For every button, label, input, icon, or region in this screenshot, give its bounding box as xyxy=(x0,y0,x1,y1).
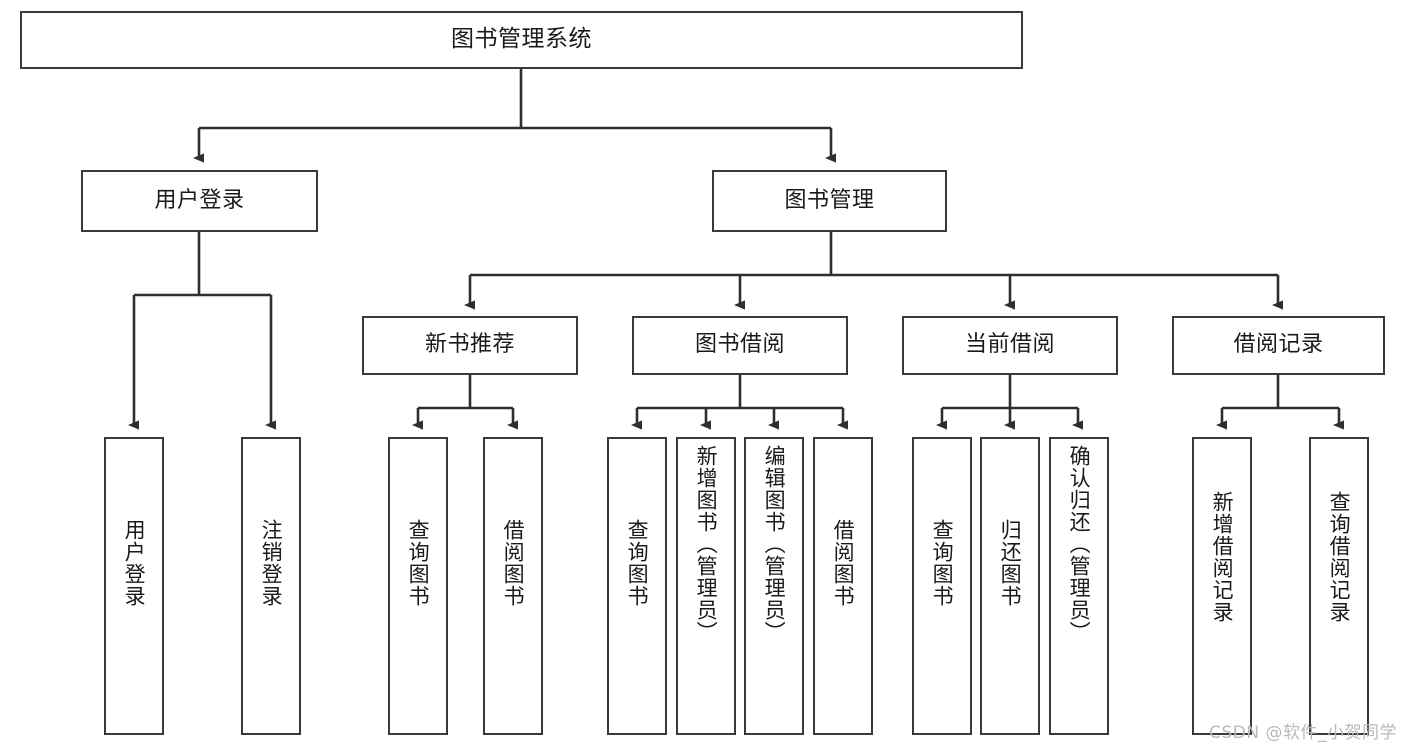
leaf-return-book-label: 归还图书 xyxy=(998,519,1023,607)
node-user-login[interactable]: 用户登录 xyxy=(81,170,318,232)
node-new-book-recommend[interactable]: 新书推荐 xyxy=(362,316,578,375)
node-book-borrow[interactable]: 图书借阅 xyxy=(632,316,848,375)
leaf-query-record-label: 查询借阅记录 xyxy=(1327,491,1352,623)
leaf-add-record-label: 新增借阅记录 xyxy=(1210,491,1235,623)
node-user-login-label: 用户登录 xyxy=(154,187,245,213)
leaf-confirm-return-label: 确认归还（管理员） xyxy=(1067,445,1092,643)
leaf-borrow-book-1-label: 借阅图书 xyxy=(501,519,526,607)
node-new-book-recommend-label: 新书推荐 xyxy=(424,332,515,358)
leaf-borrow-book-1[interactable]: 借阅图书 xyxy=(483,437,543,735)
leaf-borrow-book-2-label: 借阅图书 xyxy=(831,519,856,607)
leaf-logout-label: 注销登录 xyxy=(259,519,284,607)
csdn-watermark: CSDN @软件_小贺同学 xyxy=(1209,723,1397,743)
node-book-management[interactable]: 图书管理 xyxy=(712,170,947,232)
node-current-borrow[interactable]: 当前借阅 xyxy=(902,316,1118,375)
node-book-borrow-label: 图书借阅 xyxy=(694,332,785,358)
node-borrow-record[interactable]: 借阅记录 xyxy=(1172,316,1385,375)
leaf-return-book[interactable]: 归还图书 xyxy=(980,437,1040,735)
node-root[interactable]: 图书管理系统 xyxy=(20,11,1023,69)
leaf-query-book-3[interactable]: 查询图书 xyxy=(912,437,972,735)
node-root-label: 图书管理系统 xyxy=(451,26,592,53)
leaf-query-book-3-label: 查询图书 xyxy=(930,519,955,607)
node-book-management-label: 图书管理 xyxy=(784,187,875,213)
leaf-query-book-2[interactable]: 查询图书 xyxy=(607,437,667,735)
leaf-query-book-1-label: 查询图书 xyxy=(406,519,431,607)
leaf-logout[interactable]: 注销登录 xyxy=(241,437,301,735)
leaf-edit-book-label: 编辑图书（管理员） xyxy=(762,445,787,643)
leaf-add-book-label: 新增图书（管理员） xyxy=(694,445,719,643)
leaf-add-book[interactable]: 新增图书（管理员） xyxy=(676,437,736,735)
leaf-edit-book[interactable]: 编辑图书（管理员） xyxy=(744,437,804,735)
leaf-user-login-label: 用户登录 xyxy=(122,519,147,607)
leaf-query-book-2-label: 查询图书 xyxy=(625,519,650,607)
leaf-confirm-return[interactable]: 确认归还（管理员） xyxy=(1049,437,1109,735)
leaf-borrow-book-2[interactable]: 借阅图书 xyxy=(813,437,873,735)
node-borrow-record-label: 借阅记录 xyxy=(1233,332,1324,358)
leaf-query-record[interactable]: 查询借阅记录 xyxy=(1309,437,1369,735)
node-current-borrow-label: 当前借阅 xyxy=(964,332,1055,358)
leaf-user-login[interactable]: 用户登录 xyxy=(104,437,164,735)
leaf-add-record[interactable]: 新增借阅记录 xyxy=(1192,437,1252,735)
leaf-query-book-1[interactable]: 查询图书 xyxy=(388,437,448,735)
